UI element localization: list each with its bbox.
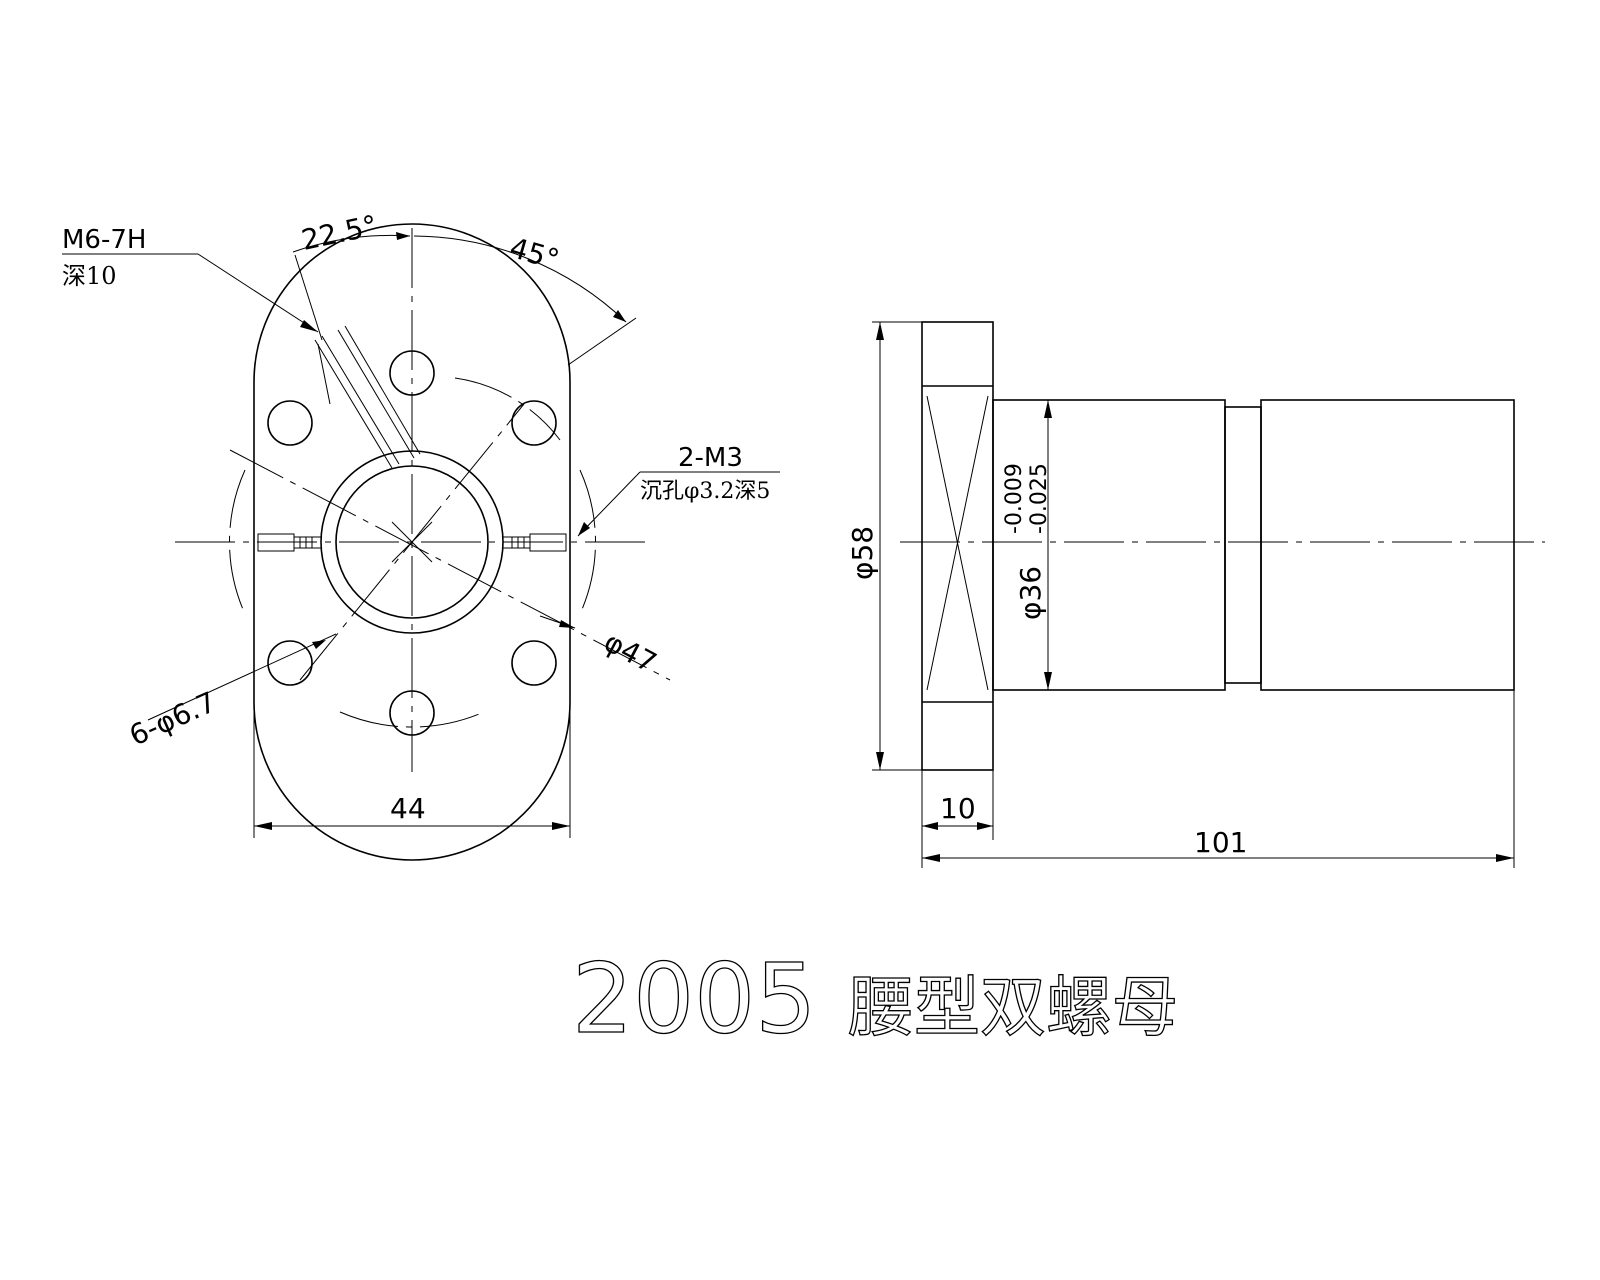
flange-thickness-dim: 10 [921,770,994,868]
side-spacer [1224,406,1262,684]
body-diameter-dim: φ36 -0.009 -0.025 [1002,400,1052,690]
bolt-circle-arc-bottom [339,711,485,728]
tolerance-upper: -0.009 [1002,463,1027,534]
oil-hole-right [502,533,567,552]
angle-dim-45: 45° [413,231,637,366]
mount-hole-upper-right [511,400,557,446]
thread-hole-section [314,325,421,469]
oil-hole-detail: 沉孔φ3.2深5 [640,479,770,504]
bolt-circle-arc-top [454,377,561,441]
oil-hole-callout: 2-M3 沉孔φ3.2深5 [577,443,780,537]
total-length-label: 101 [1194,826,1247,859]
flange-diameter-label: φ58 [846,526,879,580]
mount-hole-lower-right [511,640,557,686]
angle-small-label: 22.5° [299,209,381,257]
mount-holes-label: 6-φ6.7 [124,685,220,752]
bolt-circle-label: φ47 [599,625,662,680]
flange-diameter-dim: φ58 [846,321,922,771]
oil-hole-left [257,533,322,552]
mount-hole-lower-left [267,640,313,686]
center-cross-b [391,521,433,563]
angle-dim-22-5: 22.5° [292,209,411,341]
side-body-1 [992,399,1226,691]
bolt-circle-callout: φ47 [539,615,662,680]
bolt-circle-arc-left [229,469,246,615]
body-diameter-label: φ36 [1014,566,1047,620]
side-view: φ58 φ36 -0.009 -0.025 10 101 [846,321,1545,868]
drawing-title: 2005 腰型双螺母 [571,942,1178,1055]
thread-depth-label: 深10 [62,262,117,290]
part-name: 腰型双螺母 [848,969,1178,1046]
mount-holes-callout: 6-φ6.7 [124,633,337,752]
angle-large-label: 45° [506,231,563,276]
mount-hole-bottom [389,690,435,736]
mount-hole-upper-left [267,400,313,446]
thread-label: M6-7H [62,225,146,255]
side-body-2 [1260,399,1515,691]
mount-hole-top [389,350,435,396]
front-view: 22.5° 45° M6-7H 深10 2-M3 沉孔φ3.2深5 [62,209,780,861]
width-label: 44 [390,792,426,825]
diag-centerline [229,449,671,681]
oil-hole-label: 2-M3 [678,443,743,473]
flange-thickness-label: 10 [940,792,976,825]
bolt-circle-arc-right [579,469,596,615]
width-dimension: 44 [253,702,571,838]
total-length-dim: 101 [922,690,1515,868]
model-number: 2005 [572,943,816,1055]
thread-callout: M6-7H 深10 [62,225,319,333]
flange-cross-b [926,395,989,691]
tolerance-lower: -0.025 [1027,463,1052,534]
